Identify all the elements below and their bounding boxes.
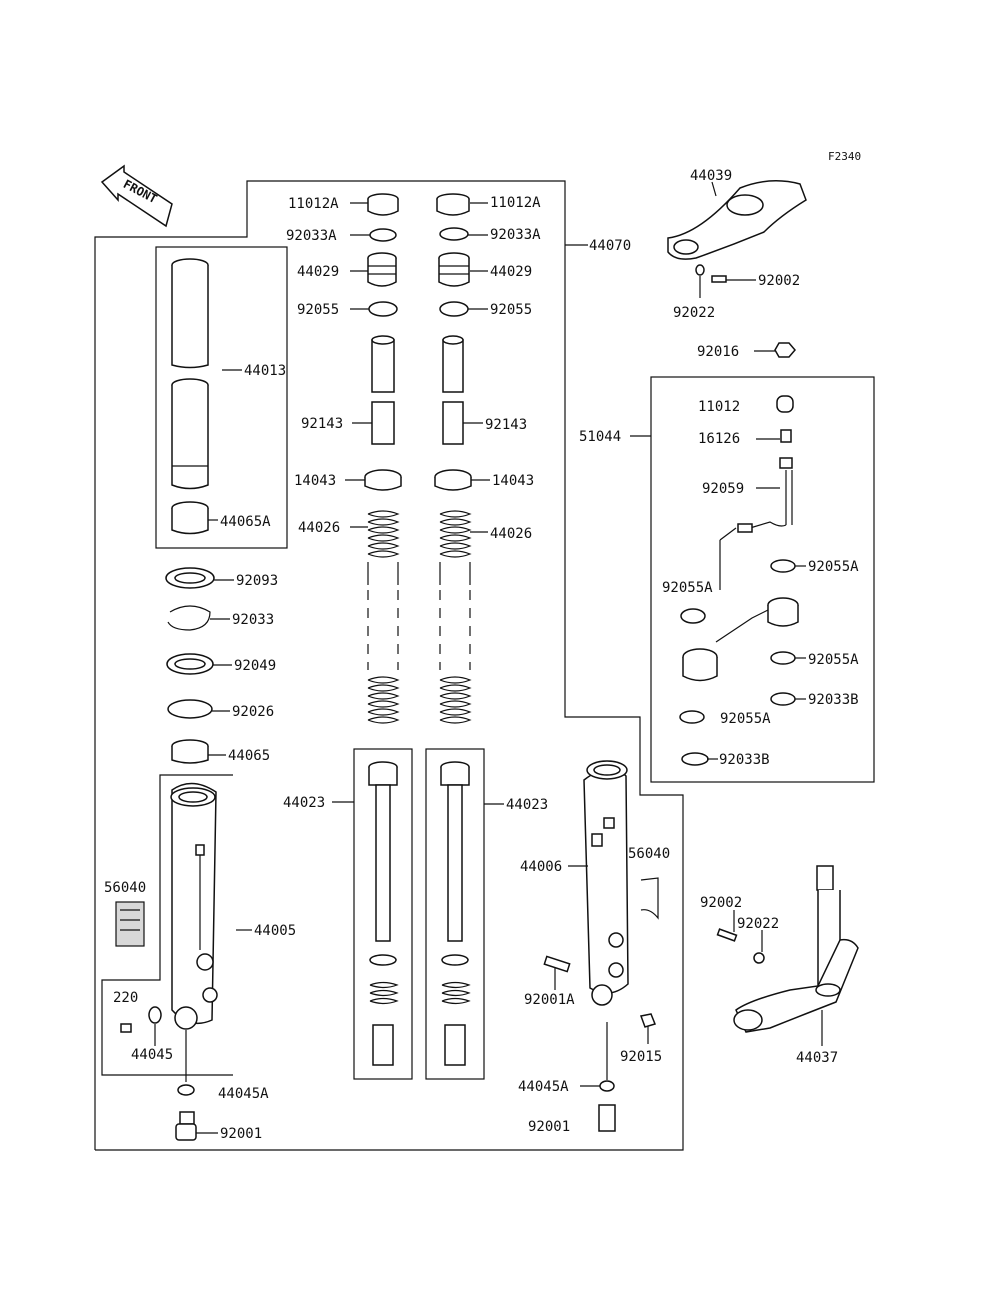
right-top-parts	[434, 193, 472, 491]
label-44045A-right: 44045A	[518, 1079, 569, 1095]
label-44023-right: 44023	[506, 797, 548, 813]
diagram-code: F2340	[828, 150, 861, 163]
label-92049: 92049	[234, 658, 276, 674]
label-11012A-left: 11012A	[288, 196, 339, 212]
part-labels: 11012A 11012A 92033A 92033A 44029 44029 …	[104, 168, 859, 1142]
left-outer-tube-44005	[115, 782, 218, 1141]
label-92002-bottom: 92002	[700, 895, 742, 911]
right-outer-tube-44006	[543, 760, 659, 1132]
leader-lines	[154, 181, 823, 1134]
label-92022-bottom: 92022	[737, 916, 779, 932]
label-92026: 92026	[232, 704, 274, 720]
label-44026-left: 44026	[298, 520, 340, 536]
damper-rod-right	[440, 761, 471, 1066]
label-92055A-4: 92055A	[720, 711, 771, 727]
label-92033A-left: 92033A	[286, 228, 337, 244]
nut-92016	[774, 342, 796, 358]
oil-line-kit-51044	[679, 395, 799, 766]
label-92093: 92093	[236, 573, 278, 589]
label-44023-left: 44023	[283, 795, 325, 811]
label-44045: 44045	[131, 1047, 173, 1063]
label-92055A-3: 92055A	[808, 652, 859, 668]
front-arrow: FRONT	[100, 164, 173, 228]
label-92001-left: 92001	[220, 1126, 262, 1142]
label-92143-right: 92143	[485, 417, 527, 433]
label-92055A-2: 92055A	[662, 580, 713, 596]
assembly-frames	[94, 180, 875, 1151]
label-44065: 44065	[228, 748, 270, 764]
label-14043-right: 14043	[492, 473, 534, 489]
label-92059: 92059	[702, 481, 744, 497]
label-44070: 44070	[589, 238, 631, 254]
label-92033B-1: 92033B	[808, 692, 859, 708]
label-11012: 11012	[698, 399, 740, 415]
label-56040-left: 56040	[104, 880, 146, 896]
label-44039: 44039	[690, 168, 732, 184]
label-92055-right: 92055	[490, 302, 532, 318]
label-92033: 92033	[232, 612, 274, 628]
label-92033B-2: 92033B	[719, 752, 770, 768]
label-44005: 44005	[254, 923, 296, 939]
label-56040-right: 56040	[628, 846, 670, 862]
label-92001-right: 92001	[528, 1119, 570, 1135]
inner-tube-44013	[171, 258, 209, 535]
label-92016: 92016	[697, 344, 739, 360]
label-44065A: 44065A	[220, 514, 271, 530]
label-92033A-right: 92033A	[490, 227, 541, 243]
left-top-parts	[364, 193, 402, 491]
label-51044: 51044	[579, 429, 621, 445]
label-44029-right: 44029	[490, 264, 532, 280]
label-14043-left: 14043	[294, 473, 336, 489]
label-44045A-left: 44045A	[218, 1086, 269, 1102]
label-44013: 44013	[244, 363, 286, 379]
fork-springs	[367, 510, 472, 724]
seal-stack	[165, 567, 215, 764]
label-44026-right: 44026	[490, 526, 532, 542]
label-92022-top: 92022	[673, 305, 715, 321]
label-11012A-right: 11012A	[490, 195, 541, 211]
label-92015: 92015	[620, 1049, 662, 1065]
label-44037: 44037	[796, 1050, 838, 1066]
damper-rod-left	[368, 761, 399, 1066]
label-92143-left: 92143	[301, 416, 343, 432]
label-92055A-1: 92055A	[808, 559, 859, 575]
label-92001A: 92001A	[524, 992, 575, 1008]
label-92055-left: 92055	[297, 302, 339, 318]
label-44006: 44006	[520, 859, 562, 875]
label-220: 220	[113, 990, 138, 1006]
label-16126: 16126	[698, 431, 740, 447]
label-44029-left: 44029	[297, 264, 339, 280]
steering-stem-44037	[716, 865, 859, 1033]
label-92002-top: 92002	[758, 273, 800, 289]
upper-bracket-44039	[667, 180, 807, 283]
